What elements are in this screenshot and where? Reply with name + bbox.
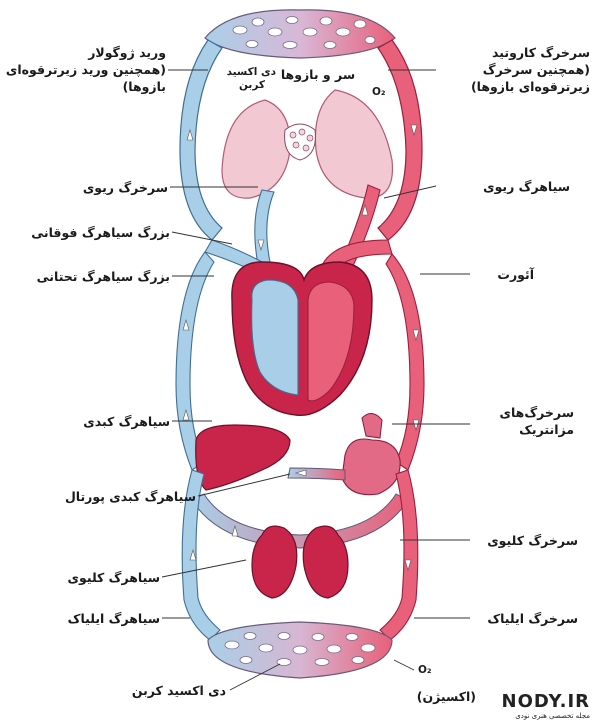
lower-body-capillary-bed	[207, 621, 393, 679]
head-arms-capillary-bed	[204, 9, 396, 59]
label-oxygen-bottom: (اکسیژن)	[416, 689, 476, 704]
pulmonary-artery-vessel	[254, 189, 275, 266]
lungs	[221, 89, 394, 199]
label-mesenteric-arteries: سرخرگ‌های مزانتریک	[474, 404, 574, 438]
label-carotid-artery: سرخرگ کاروتید (همچنین سرخرگ زیرترقوه‌ای …	[440, 44, 590, 95]
iliac-artery-vessel	[379, 469, 419, 641]
label-jugular-line1: ورید ژوگولار	[88, 45, 166, 60]
iliac-vein-vessel	[181, 469, 221, 641]
heart	[231, 261, 373, 417]
label-mesenteric-line2: مزانتریک	[519, 422, 574, 437]
leader-lines	[161, 69, 470, 691]
label-inferior-vena-cava: بزرگ سیاهرگ تحتانی	[36, 269, 170, 284]
flow-arrows	[182, 124, 420, 572]
label-iliac-artery: سرخرگ ایلیاک	[487, 611, 578, 626]
label-carotid-line3: زیرترقوه‌ای بازوها)	[470, 79, 590, 94]
label-mesenteric-line1: سرخرگ‌های	[499, 405, 574, 420]
label-carotid-line2: (همچنین سرخرگ	[482, 62, 590, 77]
label-aorta: آئورت	[497, 267, 534, 282]
watermark-subtext: مجله تخصصی هنری نودی	[515, 712, 590, 720]
label-co2-top-line2: کربن	[238, 79, 266, 91]
intestine	[341, 413, 401, 496]
renal-loop	[191, 493, 409, 549]
carotid-artery	[377, 39, 423, 241]
portal-vein-vessel	[287, 467, 346, 481]
label-o2-top: O₂	[372, 86, 386, 98]
label-o2-bottom: O₂	[418, 664, 432, 676]
label-pulmonary-artery: سرخرگ ریوی	[82, 180, 168, 195]
jugular-vein	[179, 39, 223, 241]
label-pulmonary-vein: سیاهرگ ریوی	[483, 179, 570, 194]
label-co2-top-line1: دی اکسید	[226, 66, 276, 78]
label-co2-top: دی اکسید کربن	[226, 66, 276, 92]
label-co2-bottom: دی اکسید کربن	[131, 683, 226, 698]
label-jugular-vein: ورید ژوگولار (همچنین ورید زیرترقوه‌ای با…	[5, 44, 166, 95]
label-iliac-vein: سیاهرگ ایلیاک	[67, 611, 160, 626]
watermark-text: NODY.IR	[501, 691, 590, 712]
label-jugular-line2: (همچنین ورید زیرترقوه‌ای	[5, 62, 166, 77]
descending-aorta-vessel	[385, 253, 425, 471]
label-jugular-line3: بازوها)	[122, 79, 166, 94]
label-carotid-line1: سرخرگ کاروتید	[492, 45, 590, 60]
label-superior-vena-cava: بزرگ سیاهرگ فوقانی	[31, 225, 170, 240]
label-hepatic-portal-vein: سیاهرگ کبدی پورتال	[64, 489, 196, 504]
kidneys	[251, 525, 349, 599]
label-renal-artery: سرخرگ کلیوی	[487, 533, 578, 548]
label-renal-vein: سیاهرگ کلیوی	[67, 570, 160, 585]
watermark-logo: NODY.IR مجله تخصصی هنری نودی	[502, 691, 590, 720]
liver	[195, 424, 291, 491]
label-hepatic-vein: سیاهرگ کبدی	[83, 414, 170, 429]
label-head-arms: سر و بازوها	[280, 67, 356, 82]
